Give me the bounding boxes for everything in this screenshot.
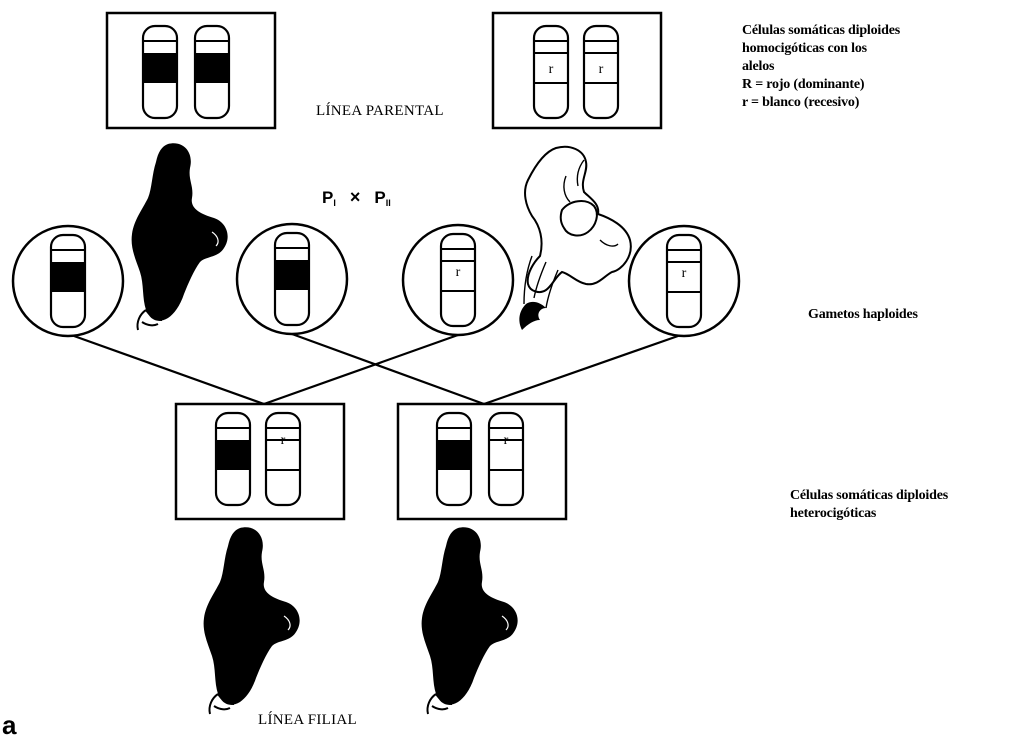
allele-label-r: r	[504, 433, 509, 448]
allele-label-r: r	[599, 62, 604, 77]
parent-cell-dominant	[105, 11, 277, 130]
legend-line-4: R = rojo (dominante)	[742, 77, 865, 92]
allele-label-r: r	[682, 266, 687, 281]
filial-cell-2: r	[396, 402, 568, 521]
legend-line-2: homocigóticas con los	[742, 41, 867, 56]
legend-line-3: alelos	[742, 59, 775, 74]
filial-line-title: LÍNEA FILIAL	[258, 712, 357, 728]
parent-two-label: P	[374, 188, 386, 207]
allele-label-r: r	[456, 265, 461, 280]
filial-note-line-2: heterocigóticas	[790, 506, 877, 521]
filial-note-line-1: Células somáticas diploides	[790, 488, 948, 503]
filial-cell-1: r	[174, 402, 346, 521]
gamete-dominant-1	[11, 224, 125, 338]
legend-line-5: r = blanco (recesivo)	[742, 95, 860, 110]
gamete-recessive-1: r	[401, 223, 515, 337]
allele-label-r: r	[549, 62, 554, 77]
red-flower-parent	[130, 142, 229, 331]
red-flower-filial-1	[202, 526, 301, 715]
corner-letter: a	[2, 710, 17, 740]
filial-note: Células somáticas diploides heterocigóti…	[790, 487, 948, 523]
white-flower-parent	[519, 145, 632, 330]
parental-legend: Células somáticas diploides homocigótica…	[742, 22, 900, 112]
gamete-recessive-2: r	[627, 224, 741, 338]
cross-lines	[73, 332, 679, 406]
gametes-label: Gametos haploides	[808, 307, 918, 322]
legend-line-1: Células somáticas diploides	[742, 23, 900, 38]
parental-line-title: LÍNEA PARENTAL	[316, 103, 444, 119]
parent-one-label: P	[322, 188, 334, 207]
gamete-dominant-2	[235, 222, 349, 336]
cross-x-symbol: ×	[349, 187, 361, 207]
parent-one-subscript: I	[333, 198, 336, 208]
allele-label-r: r	[281, 433, 286, 448]
parent-cell-recessive: r r	[491, 11, 663, 130]
red-flower-filial-2	[420, 526, 519, 715]
parent-two-subscript: II	[385, 198, 391, 208]
cross-symbol: PI×PII	[322, 187, 391, 208]
